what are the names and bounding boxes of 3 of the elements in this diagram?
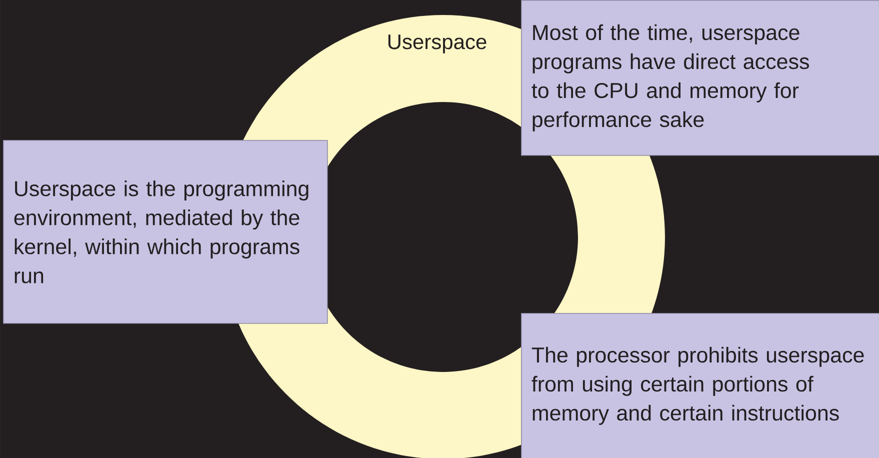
text-box: Userspace is the programming environment, mediated by the kernel, within which programs run (3, 140, 328, 324)
text-box: The processor prohibits userspace from using certain portions of memory and certain instructions (521, 312, 879, 458)
text-box: Most of the time, userspace programs have direct access to the CPU and memory for performance sake (521, 0, 879, 156)
